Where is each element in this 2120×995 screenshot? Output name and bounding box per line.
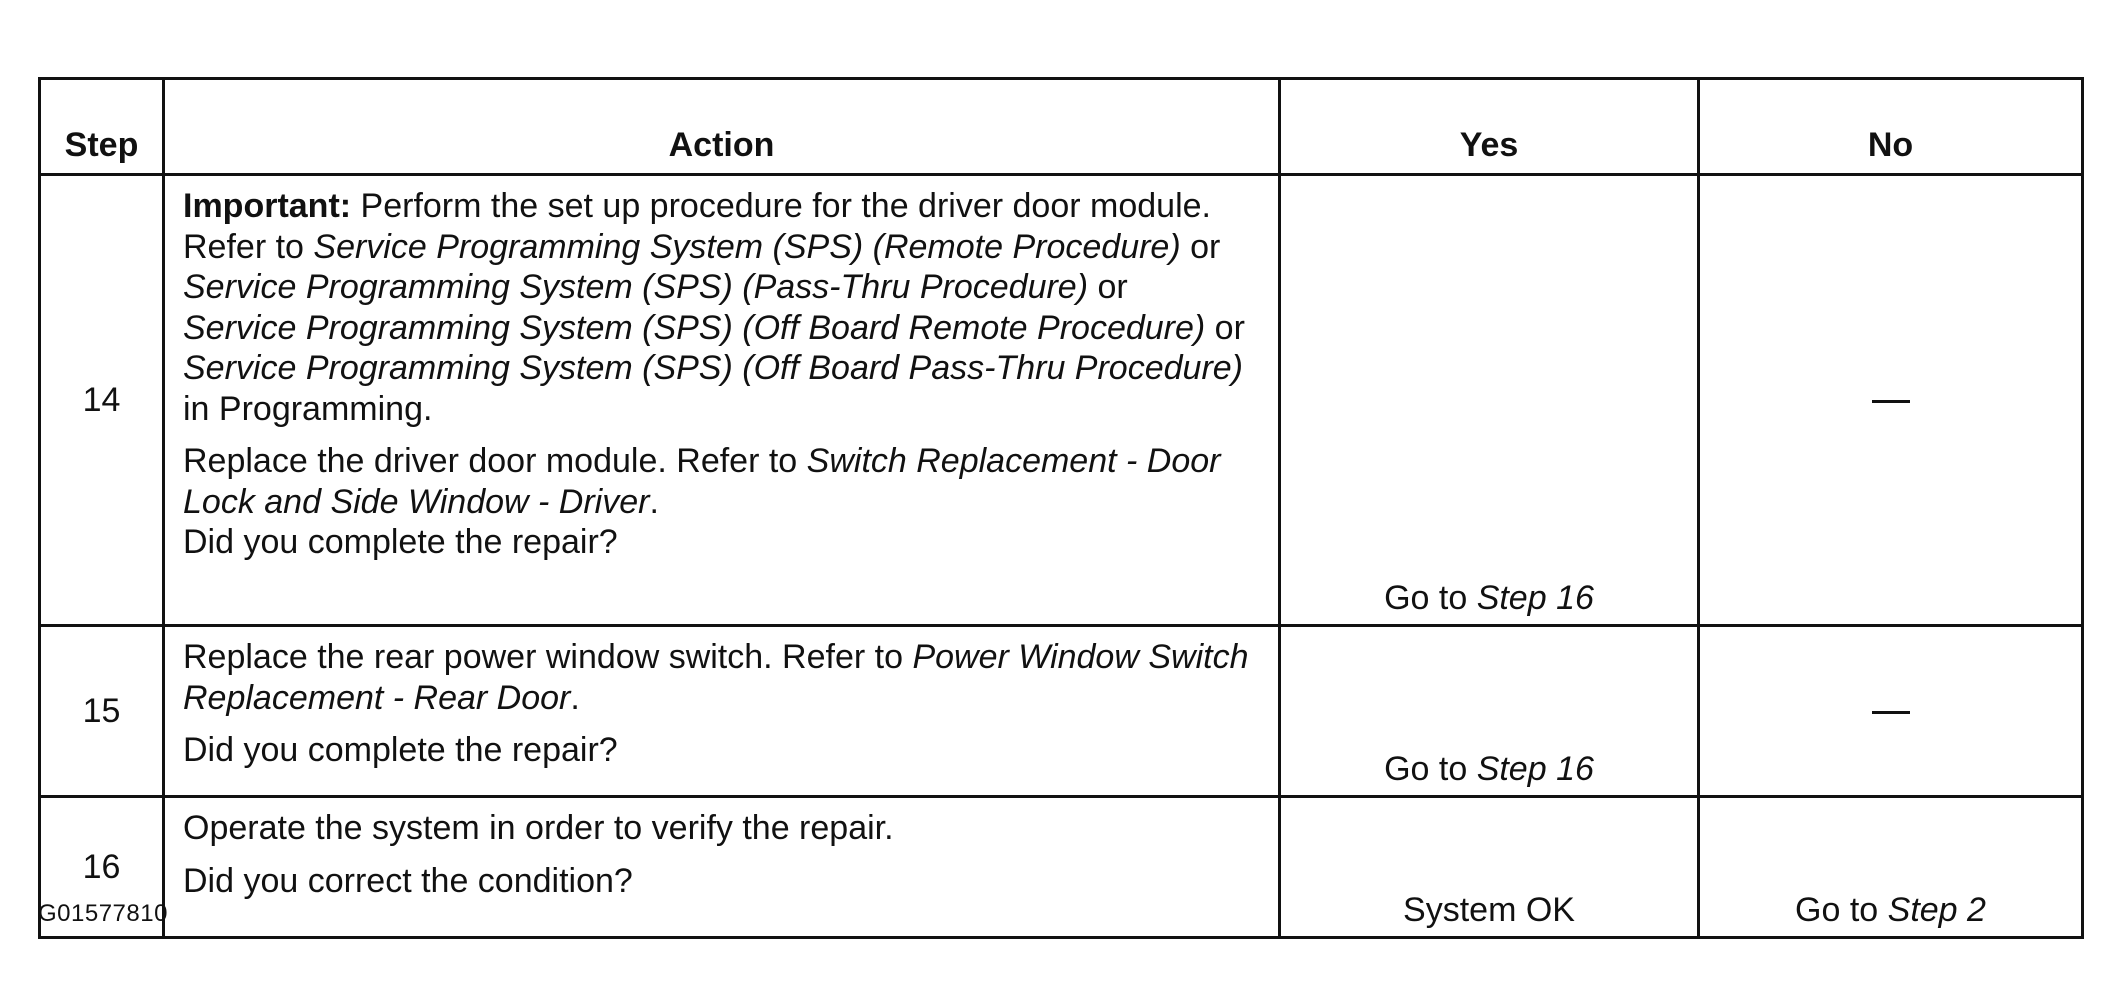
yes-cell: Go to Step 16 [1278,173,1700,627]
action-text: in Programming. [183,389,433,428]
yes-cell: Go to Step 16 [1278,624,1700,798]
action-question: Did you complete the repair? [183,731,618,769]
step-link: Step 16 [1476,578,1594,617]
step-number: 16 [38,795,165,939]
step-number: 14 [38,173,165,627]
yes-text: Go to [1384,578,1477,617]
important-label: Important: [183,187,352,225]
header-no: No [1697,77,2084,176]
action-cell: Replace the rear power window switch. Re… [162,624,1281,798]
no-text: Go to [1795,890,1888,929]
header-action: Action [162,77,1281,176]
diagnostic-table: Step Action Yes No 14 Important: Perform… [38,77,2084,939]
action-paragraph: Replace the driver door module. Refer to… [183,441,1260,522]
step-link: Step 2 [1887,890,1986,929]
action-question: Did you correct the condition? [183,861,633,900]
table-row: 15 Replace the rear power window switch.… [38,624,2084,798]
action-paragraph: Operate the system in order to verify th… [183,809,894,847]
action-text: . [649,482,659,521]
dash-mark [1871,711,1910,715]
table-header-row: Step Action Yes No [38,77,2084,176]
action-text: or [1088,268,1128,306]
action-question: Did you complete the repair? [183,523,618,561]
procedure-reference: Service Programming System (SPS) (Pass-T… [183,268,1089,306]
action-cell: Important: Perform the set up procedure … [162,173,1281,627]
action-cell: Operate the system in order to verify th… [162,795,1281,939]
header-yes: Yes [1278,77,1700,176]
step-link: Step 16 [1476,749,1594,788]
action-text: or [1180,227,1221,266]
procedure-reference: Service Programming System (SPS) (Remote… [313,227,1181,266]
action-text: Perform the set up procedure for the dri… [183,187,1211,266]
procedure-reference: Power Window Switch Replacement - Rear D… [183,638,1249,717]
no-cell [1697,624,2084,798]
action-text: Replace the driver door module. Refer to [183,442,807,480]
yes-cell: System OK [1278,795,1700,939]
header-step: Step [38,77,165,176]
figure-id: G01577810 [38,900,168,927]
procedure-reference: Switch Replacement - Door Lock and Side … [183,442,1221,521]
table-row: 14 Important: Perform the set up procedu… [38,173,2084,627]
action-paragraph: Important: Perform the set up procedure … [183,186,1260,429]
no-cell: Go to Step 2 [1697,795,2084,939]
action-paragraph: Replace the rear power window switch. Re… [183,637,1260,718]
action-text: or [1205,308,1245,347]
yes-text: Go to [1384,749,1477,788]
table-row: 16 Operate the system in order to verify… [38,795,2084,939]
step-number: 15 [38,624,165,798]
action-text: . [570,678,580,717]
procedure-reference: Service Programming System (SPS) (Off Bo… [183,349,1243,387]
action-text: Replace the rear power window switch. Re… [183,638,913,676]
no-cell [1697,173,2084,627]
procedure-reference: Service Programming System (SPS) (Off Bo… [183,308,1206,347]
dash-mark [1871,400,1910,404]
